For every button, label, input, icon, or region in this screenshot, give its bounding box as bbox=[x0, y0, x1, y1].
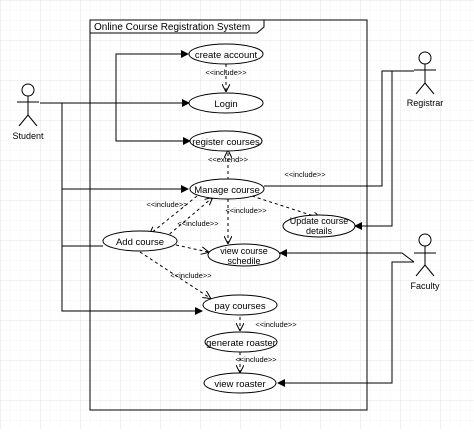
dep-add-pay bbox=[139, 251, 210, 298]
use-case-pay-courses[interactable]: pay courses bbox=[202, 294, 278, 316]
label-include-add-pay: <<include>> bbox=[170, 271, 212, 280]
use-case-update-course-details-line2: details bbox=[306, 226, 333, 236]
use-case-add-course[interactable]: Add course bbox=[102, 230, 178, 252]
associations bbox=[40, 50, 415, 387]
label-include-manage-add: <<include>> bbox=[146, 200, 188, 209]
use-case-create-account[interactable]: create account bbox=[188, 43, 264, 65]
use-case-view-roaster[interactable]: view roaster bbox=[203, 372, 277, 394]
assoc-faculty-view-roaster bbox=[277, 261, 414, 387]
label-include-add-manage: <<include>> bbox=[177, 219, 219, 228]
actor-faculty-label: Faculty bbox=[410, 281, 440, 291]
assoc-student-trunk bbox=[61, 103, 203, 315]
assoc-registrar-update bbox=[354, 70, 414, 230]
use-case-generate-roaster-label: generate roaster bbox=[206, 338, 276, 349]
assoc-student-register bbox=[115, 103, 191, 145]
actor-registrar-label: Registrar bbox=[407, 98, 444, 108]
dep-add-manage bbox=[164, 198, 212, 239]
use-case-pay-courses-label: pay courses bbox=[214, 301, 265, 312]
use-case-update-course-details[interactable]: Update course details bbox=[282, 214, 356, 238]
label-extend-register-manage: <<extend>> bbox=[208, 155, 249, 164]
use-case-manage-course[interactable]: Manage course bbox=[189, 178, 265, 200]
use-case-view-course-schedule[interactable]: view course schedile bbox=[207, 243, 281, 267]
actor-student[interactable]: Student bbox=[12, 83, 44, 141]
use-case-view-course-schedule-line1: view course bbox=[220, 246, 268, 256]
relation-labels: <<include>> <<extend>> <<include>> <<inc… bbox=[146, 68, 326, 364]
system-title: Online Course Registration System bbox=[94, 22, 250, 33]
label-include-create-login: <<include>> bbox=[205, 68, 247, 77]
system-boundary: Online Course Registration System bbox=[89, 19, 368, 411]
dependencies bbox=[139, 64, 320, 372]
use-case-add-course-label: Add course bbox=[116, 237, 164, 248]
actor-registrar[interactable]: Registrar bbox=[407, 51, 444, 108]
use-case-update-course-details-line1: Update course bbox=[290, 216, 349, 226]
label-include-manage-view: <<include>> bbox=[225, 206, 267, 215]
use-case-register-courses-label: register courses bbox=[192, 137, 260, 148]
assoc-faculty-view-schedule bbox=[279, 249, 415, 263]
label-include-generate-view: <<include>> bbox=[235, 355, 277, 364]
label-include-manage-update: <<include>> bbox=[284, 170, 326, 179]
use-case-login[interactable]: Login bbox=[188, 92, 264, 114]
use-case-view-course-schedule-line2: schedile bbox=[227, 256, 260, 266]
use-case-generate-roaster[interactable]: generate roaster bbox=[204, 331, 278, 353]
use-case-login-label: Login bbox=[214, 99, 237, 110]
use-case-register-courses[interactable]: register courses bbox=[189, 130, 263, 152]
use-case-view-roaster-label: view roaster bbox=[214, 379, 265, 390]
label-include-pay-generate: <<include>> bbox=[255, 320, 297, 329]
dep-manage-add bbox=[150, 195, 198, 234]
actor-faculty[interactable]: Faculty bbox=[410, 233, 440, 291]
use-case-manage-course-label: Manage course bbox=[194, 185, 259, 196]
actor-student-label: Student bbox=[12, 131, 44, 141]
use-case-create-account-label: create account bbox=[195, 50, 258, 61]
